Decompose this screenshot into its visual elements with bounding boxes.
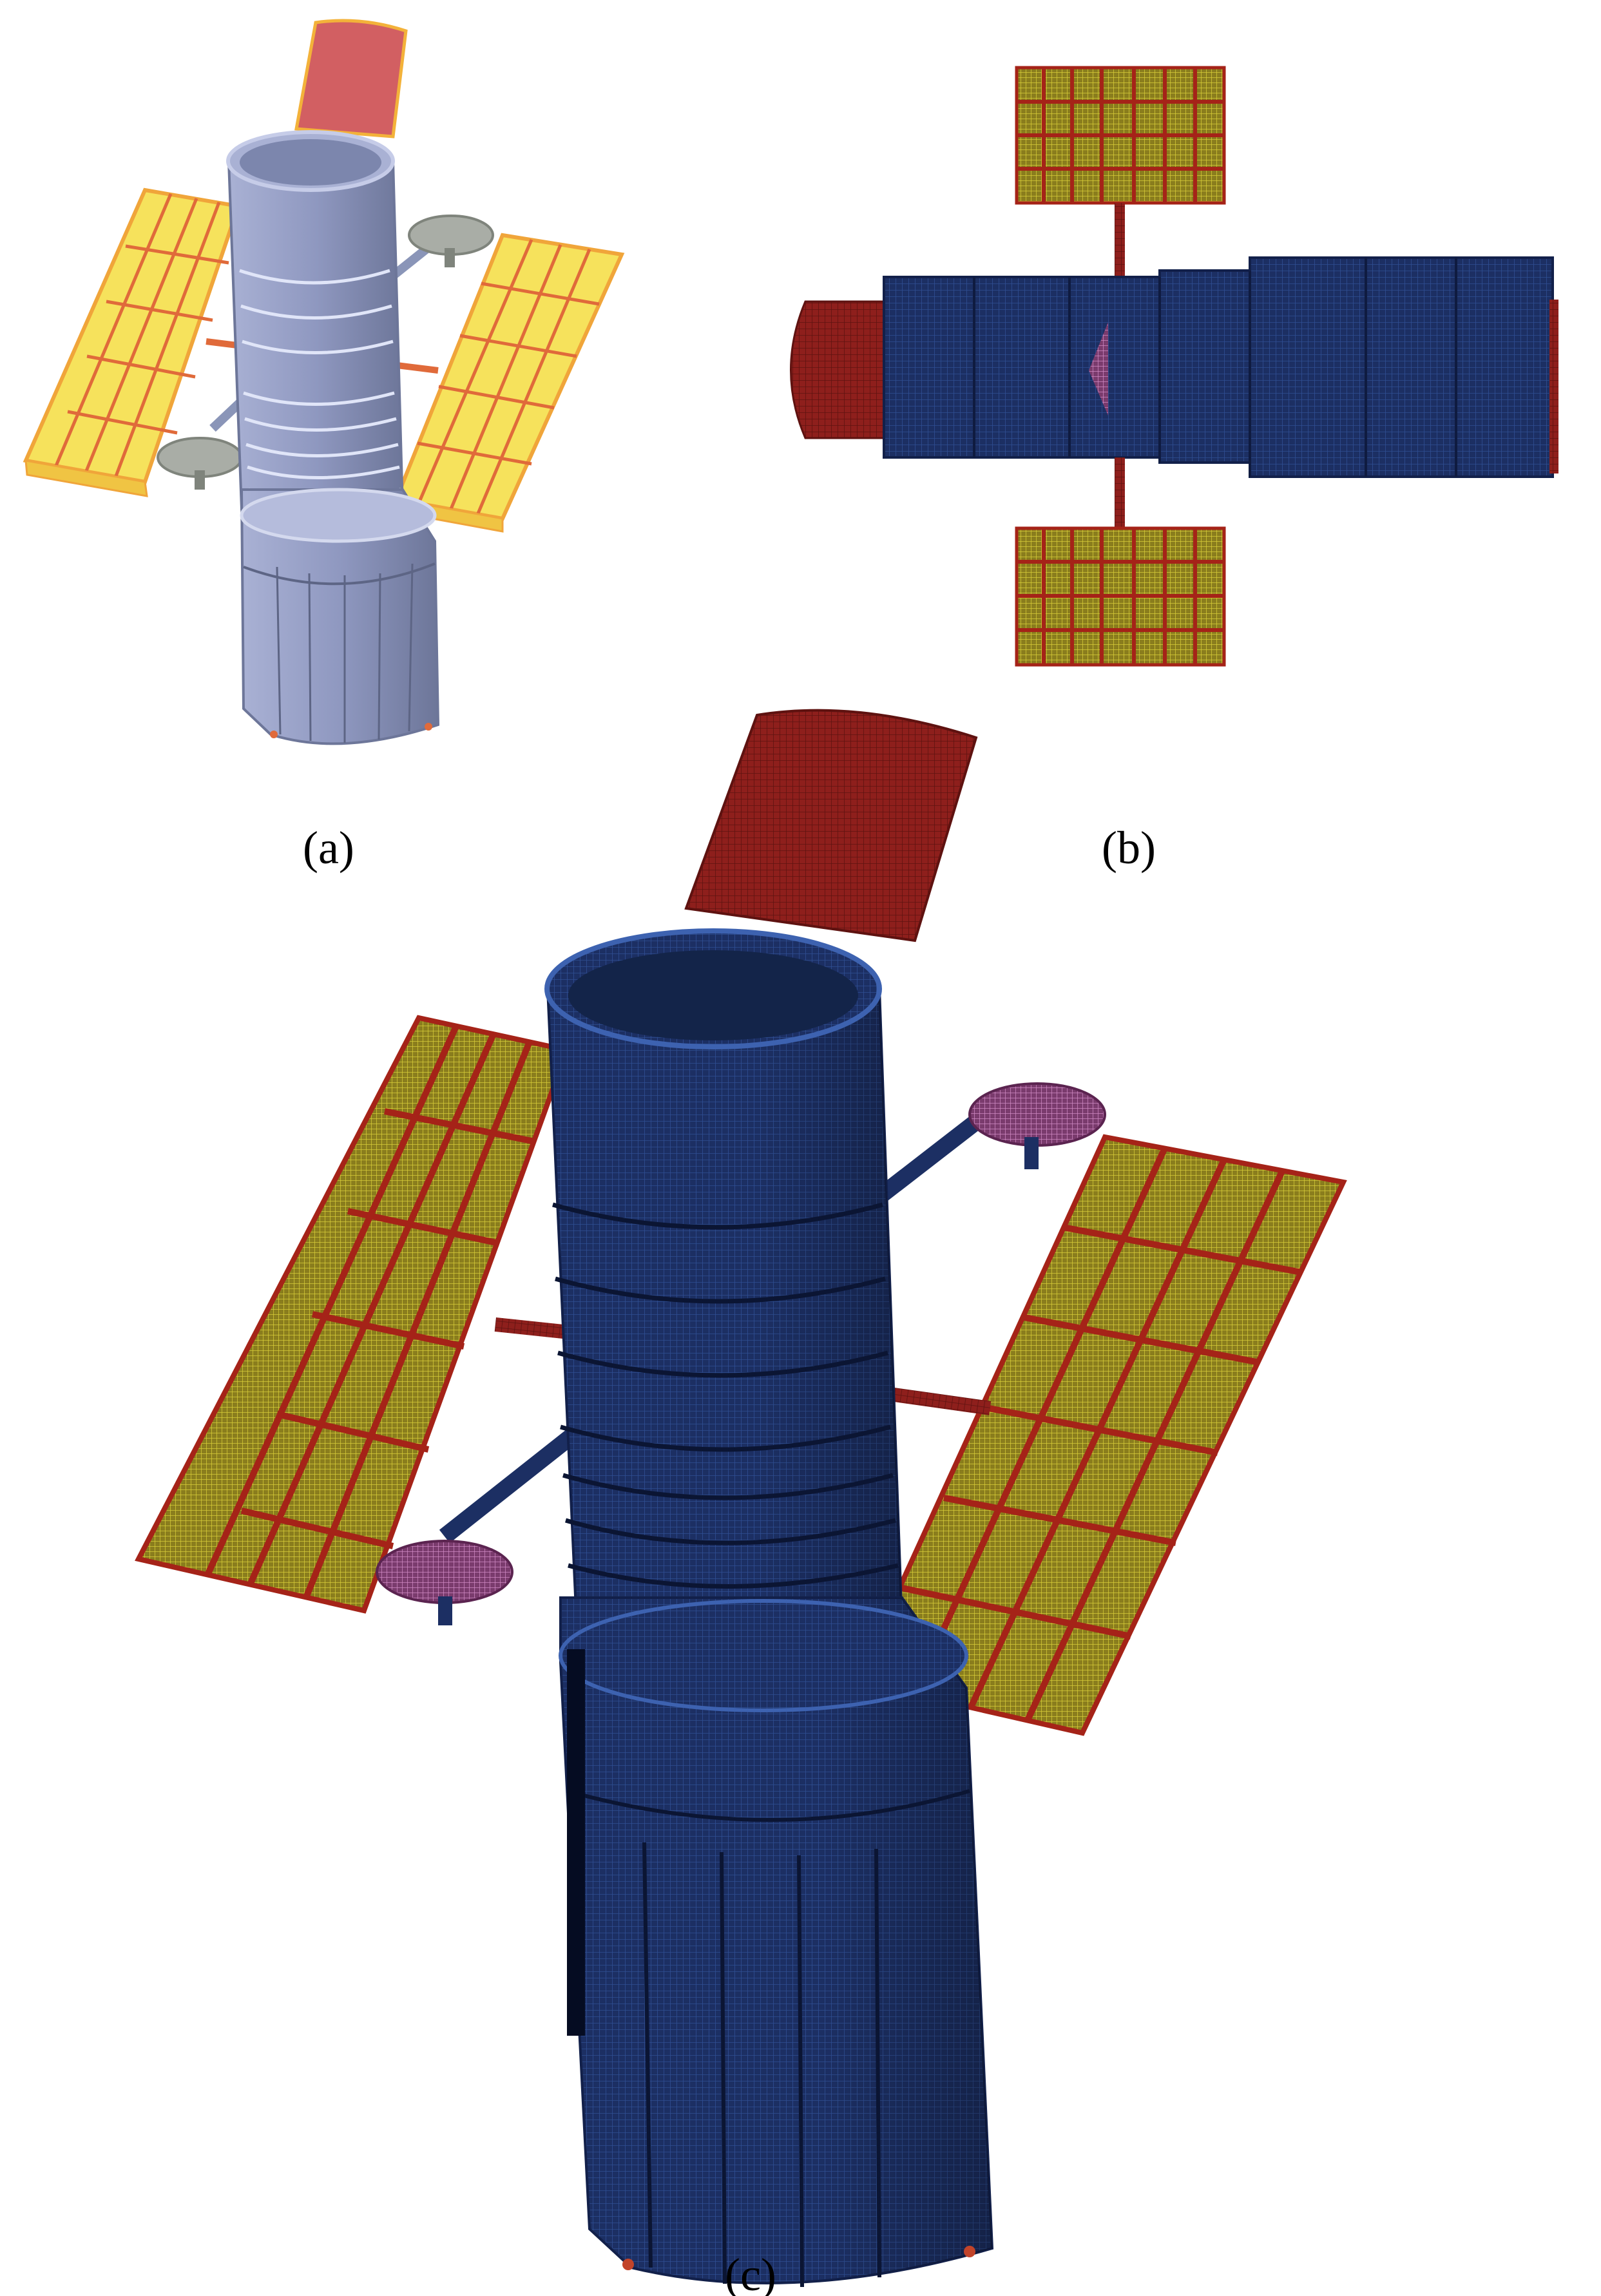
upper-solar-array-mesh [1015,66,1226,205]
panel-c-mesh-iso-view [135,709,1347,2288]
aperture-door [294,19,408,139]
antenna-lower-icon [157,437,243,490]
main-body-mesh [883,256,1558,478]
telescope-tube [226,130,405,510]
caption-b: (b) [1102,822,1156,874]
caption-c: (c) [725,2249,776,2296]
right-solar-array [393,233,625,533]
aperture-door-mesh-iso [684,709,978,942]
antenna-lower-mesh-icon [376,1540,513,1625]
upper-array-boom [1115,203,1125,277]
panel-b-mesh-top-view [790,66,1558,667]
right-solar-array-mesh-iso [853,1134,1347,1736]
antenna-upper-icon [408,215,494,267]
lower-array-boom [1115,457,1125,528]
antenna-upper-mesh-icon [968,1082,1106,1169]
lower-solar-array-mesh [1015,526,1226,667]
aft-shroud [240,488,440,745]
left-solar-array [23,187,241,497]
aft-shroud-mesh [559,1596,994,2288]
forward-tube-mesh [544,928,904,1625]
aperture-door-mesh [790,300,887,439]
left-solar-array-mesh-iso [135,1015,571,1614]
caption-a: (a) [303,822,354,874]
panel-a-cad-model [23,19,625,745]
